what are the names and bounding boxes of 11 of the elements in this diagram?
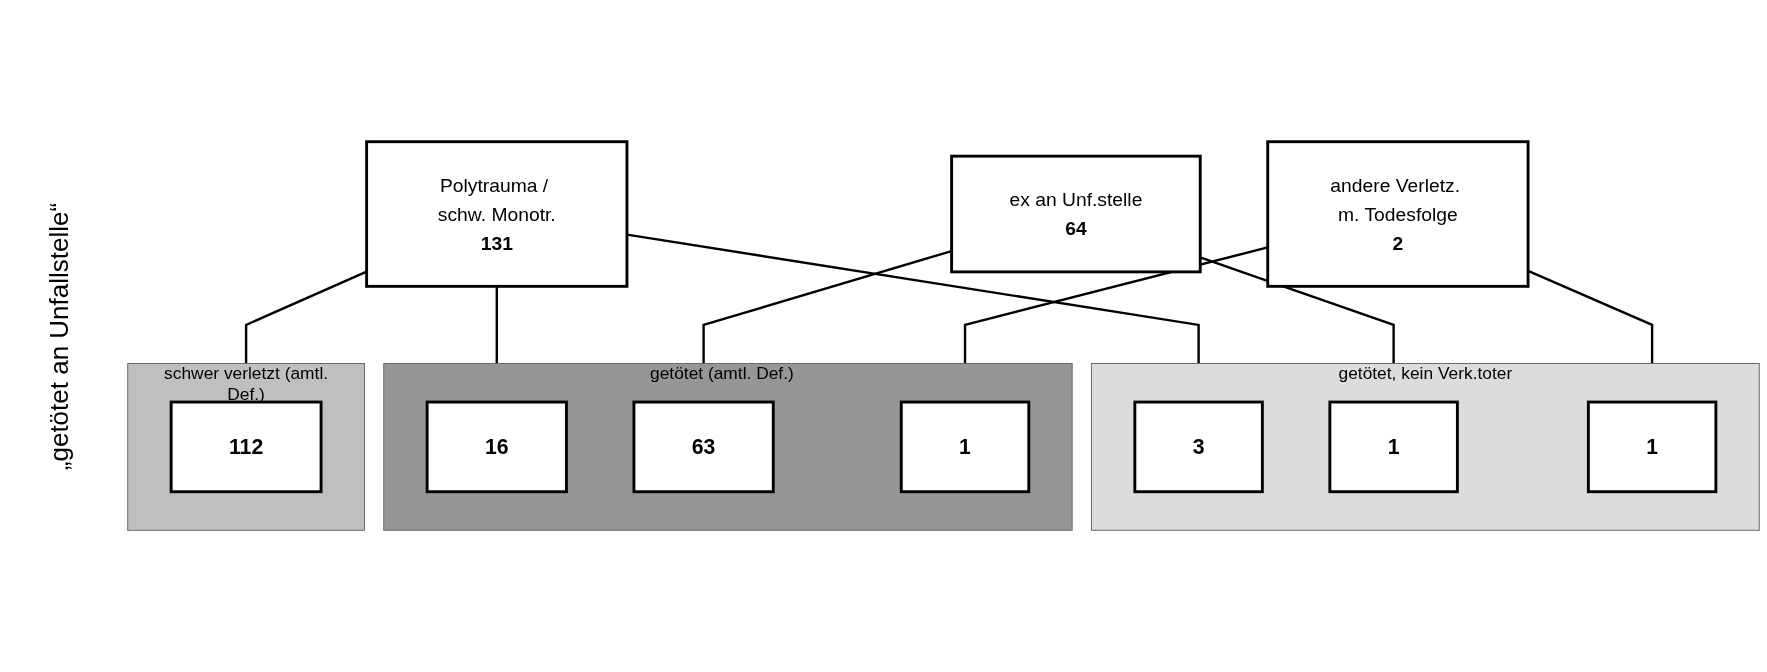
node-box: 1 (1328, 400, 1459, 494)
bracket-label: „getötet an Unfallstelle“ (44, 202, 76, 470)
node-box: 16 (425, 400, 568, 494)
node-box: andere Verletz. m. Todesfolge 2 (1266, 140, 1530, 288)
node-box: 1 (899, 400, 1031, 494)
node-box: 63 (632, 400, 775, 494)
node-box: 112 (169, 400, 323, 494)
node-box: 3 (1133, 400, 1264, 494)
node-box: 1 (1586, 400, 1718, 494)
node-box: Polytrauma / schw. Monotr. 131 (365, 140, 629, 288)
node-box: ex an Unf.stelle 64 (950, 154, 1202, 274)
